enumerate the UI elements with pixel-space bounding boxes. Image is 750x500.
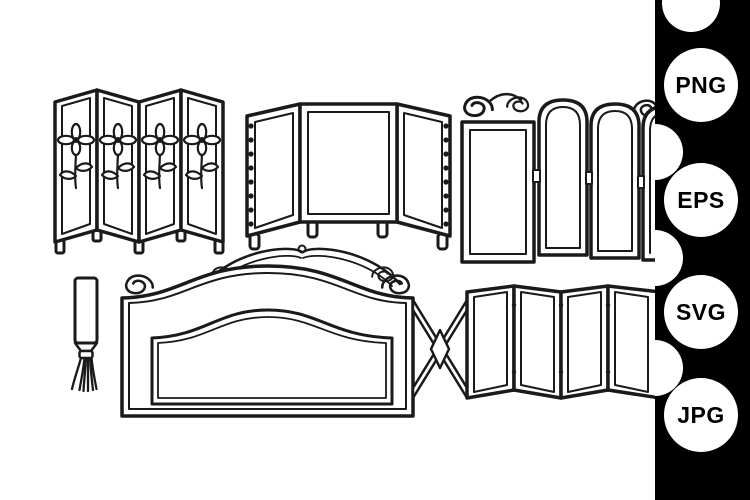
format-badge-svg: SVG (664, 275, 738, 349)
clipart-canvas (53, 88, 655, 418)
tassel-illustration (70, 276, 99, 393)
decorative-circle (655, 230, 683, 286)
format-label: SVG (675, 298, 727, 325)
floral-folding-screen-illustration (53, 88, 225, 255)
format-badge-png: PNG (664, 48, 738, 122)
format-sidebar: PNG EPS SVG JPG (655, 0, 750, 500)
decorative-circle (662, 0, 720, 32)
format-badge-eps: EPS (664, 163, 738, 237)
arched-folding-screen-illustration (460, 92, 655, 264)
scissor-hinge-screen-illustration (411, 284, 655, 400)
format-label: EPS (677, 186, 725, 213)
headboard-illustration (120, 244, 415, 418)
format-label: PNG (675, 71, 727, 98)
vanity-screen-illustration (245, 102, 452, 251)
format-badge-jpg: JPG (664, 378, 738, 452)
format-label: JPG (677, 401, 725, 428)
